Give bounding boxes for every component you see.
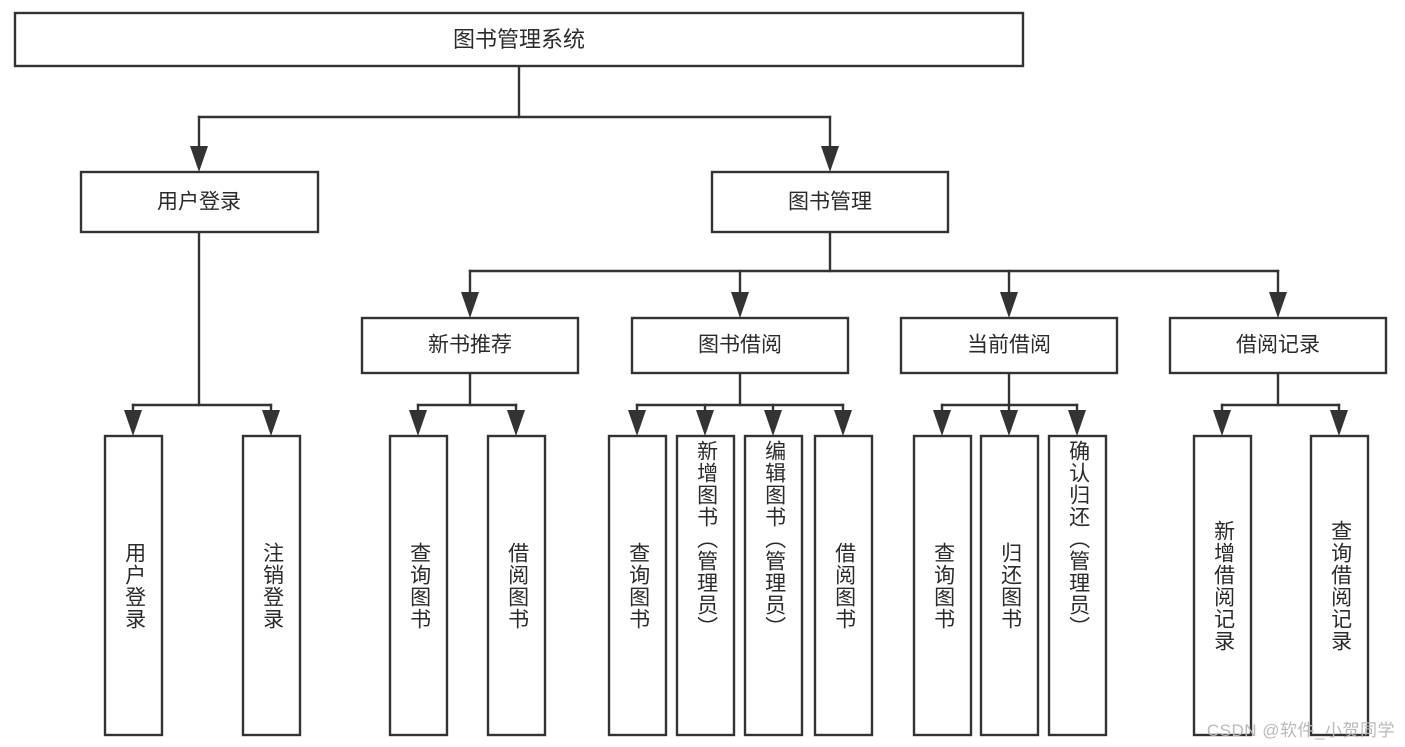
arrow-leaf-borrow-book-1	[507, 410, 525, 436]
arrow-to-borrow-record	[1269, 292, 1287, 318]
node-box-book-manage[interactable]	[710, 170, 950, 234]
node-box-new-book-recommend[interactable]	[360, 316, 580, 375]
arrow-leaf-edit-book-admin	[764, 410, 782, 436]
node-label-borrow-record: 借阅记录	[1236, 334, 1320, 357]
node-box-leaf-query-book-3[interactable]	[912, 434, 973, 737]
node-box-user-login[interactable]	[79, 170, 320, 234]
arrow-leaf-confirm-return-admin	[1068, 410, 1086, 436]
node-box-leaf-add-borrow-record[interactable]	[1192, 434, 1253, 737]
node-box-book-borrow[interactable]	[630, 316, 850, 375]
node-box-leaf-borrow-book-1[interactable]	[486, 434, 547, 737]
node-label-current-borrow: 当前借阅	[967, 334, 1051, 357]
node-box-leaf-user-login[interactable]	[103, 434, 164, 737]
node-box-leaf-add-book-admin[interactable]	[675, 434, 736, 737]
arrow-leaf-borrow-book-2	[834, 410, 852, 436]
arrow-to-book-borrow	[731, 292, 749, 318]
node-box-leaf-confirm-return-admin[interactable]	[1047, 434, 1108, 737]
node-label-root: 图书管理系统	[453, 27, 585, 52]
arrow-leaf-query-book-3	[933, 410, 951, 436]
node-box-leaf-query-book-2[interactable]	[607, 434, 668, 737]
node-label-book-borrow: 图书借阅	[698, 334, 782, 357]
node-box-root[interactable]	[13, 11, 1025, 68]
node-label-book-manage: 图书管理	[788, 191, 872, 214]
node-box-leaf-edit-book-admin[interactable]	[743, 434, 804, 737]
arrow-to-user-login	[190, 146, 208, 172]
node-box-leaf-query-book-1[interactable]	[388, 434, 449, 737]
arrow-leaf-return-book	[1000, 410, 1018, 436]
node-box-leaf-borrow-book-2[interactable]	[813, 434, 874, 737]
node-layer: 图书管理系统 用户登录 图书管理 新书推荐 图书借阅 当前借阅 借阅记录	[13, 11, 1388, 737]
node-box-leaf-query-borrow-record[interactable]	[1309, 434, 1370, 737]
arrow-leaf-query-book-1	[409, 410, 427, 436]
arrow-to-current-borrow	[1000, 292, 1018, 318]
node-label-user-login: 用户登录	[157, 191, 241, 214]
arrow-leaf-add-book-admin	[696, 410, 714, 436]
arrow-to-book-manage	[821, 146, 839, 172]
arrow-leaf-logout-login	[262, 410, 280, 436]
node-box-leaf-return-book[interactable]	[979, 434, 1040, 737]
node-label-new-book-recommend: 新书推荐	[428, 334, 512, 357]
arrow-leaf-add-borrow-record	[1213, 410, 1231, 436]
arrow-leaf-query-book-2	[628, 410, 646, 436]
connector-layer	[124, 64, 1348, 436]
arrow-to-new-book-recommend	[461, 292, 479, 318]
arrow-leaf-query-borrow-record	[1330, 410, 1348, 436]
node-box-leaf-logout-login[interactable]	[241, 434, 302, 737]
node-box-current-borrow[interactable]	[899, 316, 1119, 375]
arrow-leaf-user-login	[124, 410, 142, 436]
node-box-borrow-record[interactable]	[1168, 316, 1388, 375]
